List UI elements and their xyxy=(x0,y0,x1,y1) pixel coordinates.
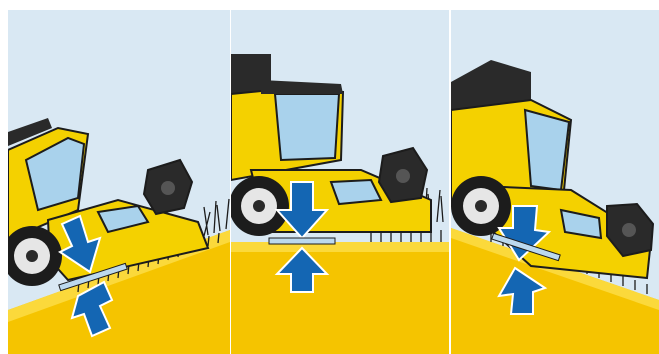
downhill-scene xyxy=(451,10,659,354)
field-edge xyxy=(231,242,449,252)
panel-level xyxy=(231,10,449,354)
ground-plate xyxy=(269,238,335,244)
field xyxy=(231,242,449,354)
panel-downhill xyxy=(451,10,659,354)
panel-uphill xyxy=(8,10,230,354)
uphill-scene xyxy=(8,10,230,354)
level-scene xyxy=(231,10,449,354)
